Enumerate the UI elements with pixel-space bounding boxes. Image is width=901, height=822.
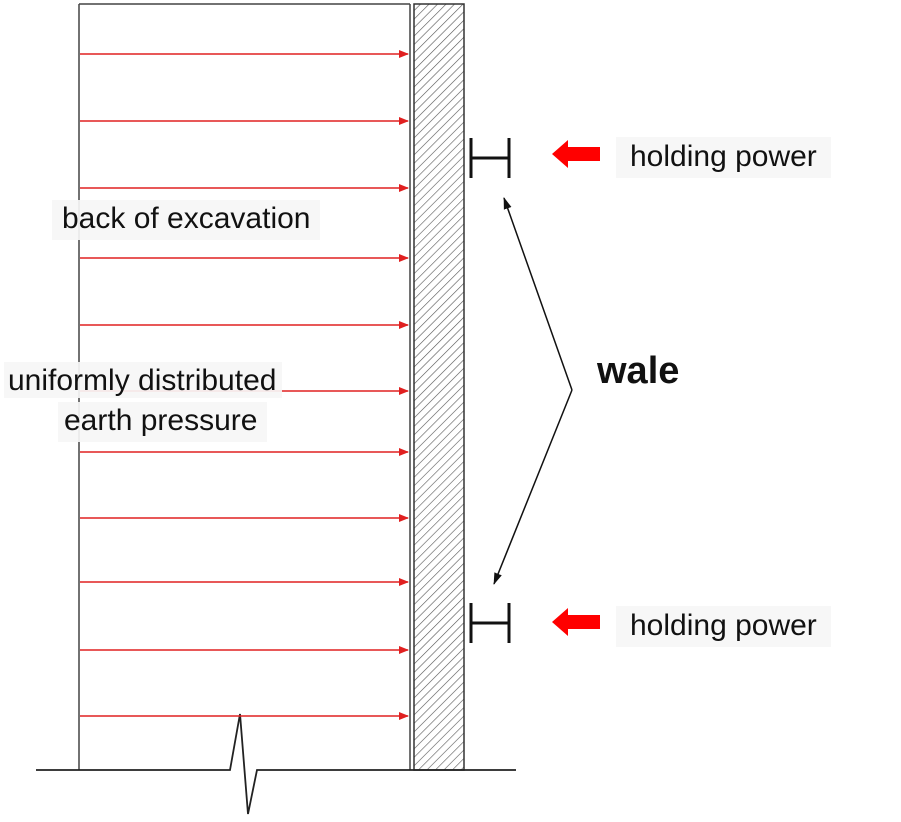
holding-power-bottom-label: holding power (616, 606, 831, 647)
wale-top-i-beam-icon (469, 138, 511, 178)
wale-leader-bottom (493, 389, 573, 585)
holding-power-top-label: holding power (616, 137, 831, 178)
uniform-pressure-label-line2: earth pressure (58, 402, 268, 442)
wale-bottom-i-beam-icon (469, 603, 511, 643)
ground-line (36, 713, 516, 815)
holding-power-bottom-arrow-left-icon (552, 608, 600, 636)
retaining-wall (413, 3, 465, 771)
holding-power-top-arrow-left-icon (552, 140, 600, 168)
back-of-excavation-label: back of excavation (52, 200, 321, 240)
wale-label: wale (597, 350, 680, 392)
uniform-pressure-label-line1: uniformly distributed (4, 362, 283, 398)
wale-leader-top (503, 197, 573, 391)
